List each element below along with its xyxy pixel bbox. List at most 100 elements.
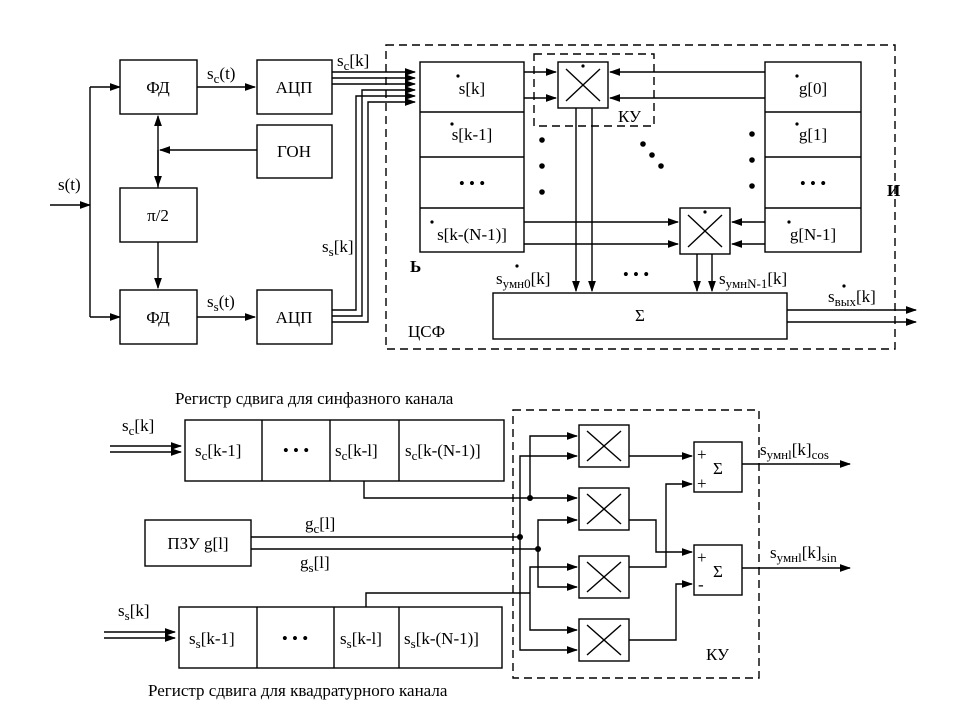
phase-detector-top <box>119 59 198 115</box>
register-s-cell-0: s[k] <box>459 79 485 98</box>
dot-mark <box>703 210 707 214</box>
complex-multiplier-boundary <box>533 53 655 127</box>
register-g-cell-0: g[0] <box>799 79 827 98</box>
csf-label: ЦСФ <box>408 322 445 341</box>
reg-c-cell-3: sc[k-(N-1)] <box>405 441 481 463</box>
mult-2 <box>578 487 630 531</box>
dot-mark <box>649 152 655 158</box>
complex-multiplier-boundary-bottom <box>512 409 760 679</box>
sc-kl-feed <box>363 481 530 499</box>
dot-mark <box>749 157 755 163</box>
register-inphase <box>184 419 505 482</box>
dot-mark <box>581 64 585 68</box>
mult-1 <box>578 424 630 468</box>
summator-cos-label: Σ <box>713 459 723 478</box>
dot-mark <box>450 122 454 126</box>
summator-sin <box>693 544 743 596</box>
reg-s-cell-0: ss[k-1] <box>189 629 235 651</box>
summator-label: Σ <box>635 306 645 325</box>
rom-block <box>144 519 252 567</box>
m4-to-sumsin <box>629 580 694 641</box>
label-gc: gc[l] <box>305 514 335 536</box>
title-inphase-register: Регистр сдвига для синфазного канала <box>175 389 454 408</box>
gc-to-mult4 <box>519 537 579 654</box>
multiplier-bottom-x2 <box>687 214 723 248</box>
label-ss-t: ss(t) <box>207 292 235 314</box>
reg-c-cell-0: sc[k-1] <box>195 441 241 463</box>
label-sc-k: sc[k] <box>337 51 369 73</box>
dot-mark <box>430 220 434 224</box>
ku-top-label: КУ <box>618 107 642 126</box>
dot-mark <box>787 220 791 224</box>
label-sc-in: sc[k] <box>122 416 154 438</box>
register-g-cell-2: • • • <box>800 174 826 193</box>
register-g-cell-1: g[1] <box>799 125 827 144</box>
fd-bottom-label: ФД <box>146 308 170 327</box>
ss-kl-feed <box>365 592 530 607</box>
ss-to-mult4 <box>529 593 579 634</box>
reference-oscillator <box>256 124 333 179</box>
dot-mark <box>539 189 545 195</box>
dot-mark <box>795 122 799 126</box>
summator-cos <box>693 441 743 493</box>
reg-s-cell-1: • • • <box>282 629 308 648</box>
label-out-sin: sумнl[k]sin <box>770 543 837 565</box>
gs-to-mult3 <box>537 549 579 591</box>
reg-c-cell-1: • • • <box>283 441 309 460</box>
phase-detector-bottom <box>119 289 198 345</box>
m2-to-sumsin <box>629 519 694 556</box>
dot-mark <box>456 74 460 78</box>
adc-bottom-bus-3 <box>332 98 417 323</box>
dot-mark <box>539 137 545 143</box>
title-quadrature-register: Регистр сдвига для квадратурного канала <box>148 681 448 700</box>
sc-to-mult1 <box>529 432 579 498</box>
sum-sin-minus: - <box>698 575 704 594</box>
reg-s-cell-3: ss[k-(N-1)] <box>404 629 479 651</box>
label-s-mul0: sумн0[k] <box>496 269 550 291</box>
dot-mark <box>749 183 755 189</box>
label-input-s: s(t) <box>58 175 81 194</box>
dot-mark <box>842 284 846 288</box>
reg-s-cell-2: ss[k-l] <box>340 629 382 651</box>
gon-label: ГОН <box>277 142 311 161</box>
label-ss-in: ss[k] <box>118 601 150 623</box>
adc-top <box>256 59 333 115</box>
gs-to-mult2 <box>537 516 579 549</box>
mult-3 <box>578 555 630 599</box>
label-s-out: sвых[k] <box>828 287 876 309</box>
margin-glyph-left: Ь <box>410 257 421 276</box>
sum-sin-plus: + <box>697 548 707 567</box>
junction-dot <box>527 495 533 501</box>
dot-mark <box>539 163 545 169</box>
register-s-cell-3: s[k-(N-1)] <box>437 225 507 244</box>
ss-to-mult3 <box>529 563 579 593</box>
register-s-cell-2: • • • <box>459 174 485 193</box>
m3-to-sumcos <box>629 480 694 568</box>
rom-label: ПЗУ g[l] <box>167 534 228 553</box>
adc-bottom-bus-2 <box>332 86 417 317</box>
fd-top-label: ФД <box>146 78 170 97</box>
reg-c-cell-2: sc[k-l] <box>335 441 378 463</box>
margin-glyph-right: И <box>887 181 900 200</box>
mult-4 <box>578 618 630 662</box>
register-s-cell-1: s[k-1] <box>452 125 493 144</box>
dot-mark <box>658 163 664 169</box>
dot-mark <box>640 141 646 147</box>
summator-sin-label: Σ <box>713 562 723 581</box>
dot-mark <box>749 131 755 137</box>
dot-mark <box>795 74 799 78</box>
adc-bottom-bus-1 <box>332 92 417 311</box>
adc-top-label: АЦП <box>276 78 313 97</box>
sum-cos-plus-1: + <box>697 445 707 464</box>
multiplier-top-x2 <box>565 68 601 102</box>
digital-matched-filter-boundary <box>385 44 896 350</box>
label-s-muln: sумнN-1[k] <box>719 269 787 291</box>
ku-bottom-label: КУ <box>706 645 730 664</box>
dot-mark <box>515 264 519 268</box>
mid-dots: • • • <box>623 265 649 284</box>
label-ss-k: ss[k] <box>322 237 354 259</box>
summator <box>492 292 788 340</box>
gc-to-mult1 <box>519 452 579 537</box>
register-g-cell-3: g[N-1] <box>790 225 836 244</box>
